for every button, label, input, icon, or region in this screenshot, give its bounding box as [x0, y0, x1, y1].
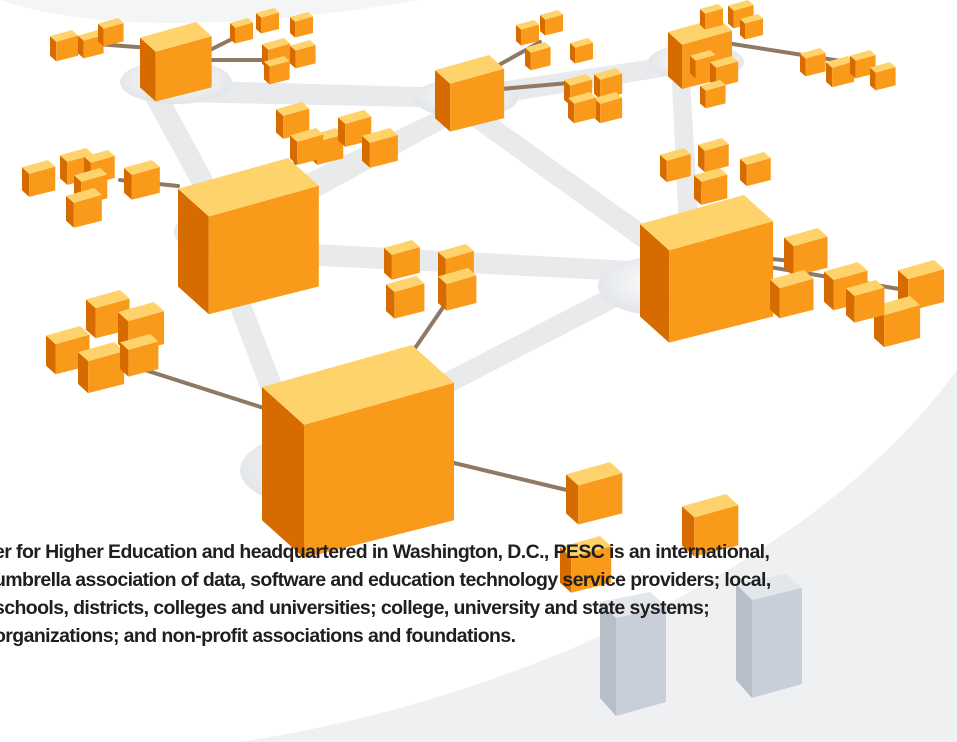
cube — [276, 102, 310, 139]
ghost-cube — [736, 574, 802, 698]
cube — [256, 8, 280, 34]
cube — [78, 342, 125, 394]
cube — [846, 280, 885, 323]
cube — [784, 228, 828, 277]
cube — [594, 92, 623, 124]
cube — [362, 128, 398, 168]
cube — [98, 18, 124, 47]
cube — [728, 0, 754, 29]
cube — [140, 22, 212, 102]
caption-text: er for Higher Education and headquartere… — [0, 538, 954, 650]
cube — [525, 42, 551, 71]
cube — [566, 462, 623, 525]
cube — [264, 56, 290, 85]
cube — [698, 138, 729, 173]
cube — [120, 334, 159, 377]
cube — [290, 12, 314, 38]
cube — [290, 40, 316, 69]
cube — [700, 80, 726, 109]
cube — [384, 240, 420, 280]
cube — [230, 18, 254, 44]
cube — [660, 148, 691, 183]
cube — [870, 62, 896, 91]
cube — [438, 268, 477, 311]
cube — [178, 158, 319, 315]
cube — [516, 20, 540, 46]
cube — [770, 270, 814, 319]
cube — [874, 296, 921, 348]
cube — [700, 4, 724, 30]
cube — [710, 56, 739, 88]
cube — [568, 92, 597, 124]
caption-line: er for Higher Education and headquartere… — [0, 541, 770, 563]
caption-line: umbrella association of data, software a… — [0, 569, 771, 591]
caption-line: organizations; and non-profit associatio… — [0, 625, 516, 647]
cube-group — [22, 0, 945, 593]
cube — [570, 38, 594, 64]
cube — [800, 48, 826, 77]
cube — [66, 188, 102, 228]
cube — [560, 536, 612, 593]
cube — [262, 345, 454, 558]
cube — [338, 110, 372, 147]
background-swoosh-2 — [0, 0, 420, 24]
cube — [435, 55, 505, 132]
cube — [740, 152, 771, 187]
cube — [124, 160, 160, 200]
cube — [290, 128, 324, 165]
cube — [386, 276, 425, 319]
cube — [694, 168, 728, 205]
caption-line: schools, districts, colleges and univers… — [0, 597, 710, 619]
ghost-cube — [600, 592, 666, 716]
cube — [540, 10, 564, 36]
cube — [826, 56, 855, 88]
cube — [682, 494, 739, 557]
cube — [22, 160, 56, 197]
cube — [640, 195, 774, 343]
cube — [50, 30, 79, 62]
cube — [740, 14, 764, 40]
ghost-cubes — [600, 574, 802, 716]
